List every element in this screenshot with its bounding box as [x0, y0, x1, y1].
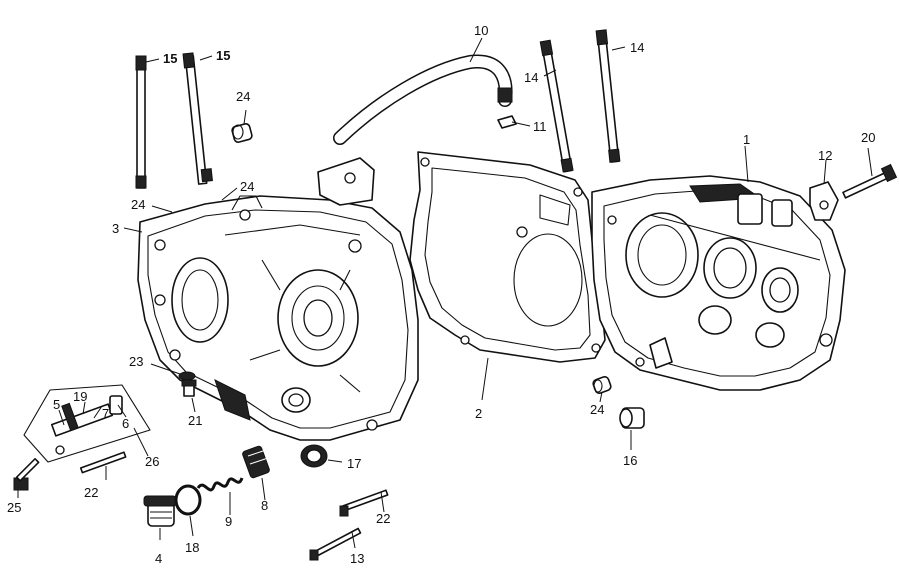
shift-shaft-assembly — [23, 384, 151, 463]
bracket-bolt — [842, 163, 898, 199]
o-ring — [174, 484, 202, 516]
bushing — [619, 407, 645, 429]
label-part-21: 21 — [188, 413, 202, 428]
label-part-5: 5 — [53, 397, 60, 412]
bolt-22-bottom — [339, 489, 389, 517]
label-part-24-left: 24 — [131, 197, 145, 212]
stud-14-left — [539, 39, 574, 173]
dowel-pin-middle — [592, 376, 612, 394]
label-part-25: 25 — [7, 500, 21, 515]
hose-clip — [497, 115, 517, 129]
label-part-26: 26 — [145, 454, 159, 469]
drain-plug-small — [178, 371, 197, 397]
oil-seal — [300, 444, 328, 468]
bolt-22-left — [79, 451, 127, 474]
spring — [196, 477, 244, 492]
label-part-24-middle: 24 — [590, 402, 604, 417]
label-part-22-left: 22 — [84, 485, 98, 500]
label-part-4: 4 — [155, 551, 162, 566]
label-part-8: 8 — [261, 498, 268, 513]
bolt-13 — [309, 527, 362, 561]
label-part-13: 13 — [350, 551, 364, 566]
part-labels: 1 2 3 4 5 6 7 8 9 10 11 12 13 14 14 15 1… — [7, 23, 875, 566]
label-part-24-center: 24 — [240, 179, 254, 194]
label-part-12: 12 — [818, 148, 832, 163]
bolt-25 — [13, 457, 40, 491]
label-part-17: 17 — [347, 456, 361, 471]
label-part-9: 9 — [225, 514, 232, 529]
stud-15-left — [135, 55, 147, 189]
leader-lines — [17, 37, 873, 549]
label-part-14-left: 14 — [524, 70, 538, 85]
crankcase-gasket — [409, 151, 606, 363]
dowel-pin-top — [231, 123, 253, 143]
label-part-3: 3 — [112, 221, 119, 236]
stud-14-right — [595, 29, 621, 163]
label-part-20: 20 — [861, 130, 875, 145]
cable-bracket — [809, 181, 839, 221]
label-part-6: 6 — [122, 416, 129, 431]
label-part-19: 19 — [73, 389, 87, 404]
label-part-18: 18 — [185, 540, 199, 555]
label-part-15-right: 15 — [216, 48, 230, 63]
label-part-23: 23 — [129, 354, 143, 369]
stud-15-right — [182, 52, 213, 185]
label-part-2: 2 — [475, 406, 482, 421]
label-part-22-bottom: 22 — [376, 511, 390, 526]
right-crankcase — [591, 175, 846, 391]
label-part-14-right: 14 — [630, 40, 644, 55]
label-part-7: 7 — [102, 406, 109, 421]
drain-plug — [143, 495, 177, 527]
label-part-11: 11 — [533, 119, 547, 134]
label-part-16: 16 — [623, 453, 637, 468]
label-part-10: 10 — [474, 23, 488, 38]
breather-hose — [333, 54, 513, 145]
label-part-15-left: 15 — [163, 51, 177, 66]
label-part-24-top: 24 — [236, 89, 250, 104]
left-crankcase — [137, 157, 419, 441]
label-part-1: 1 — [743, 132, 750, 147]
oil-strainer — [242, 445, 270, 479]
stud-bolts — [135, 29, 621, 189]
